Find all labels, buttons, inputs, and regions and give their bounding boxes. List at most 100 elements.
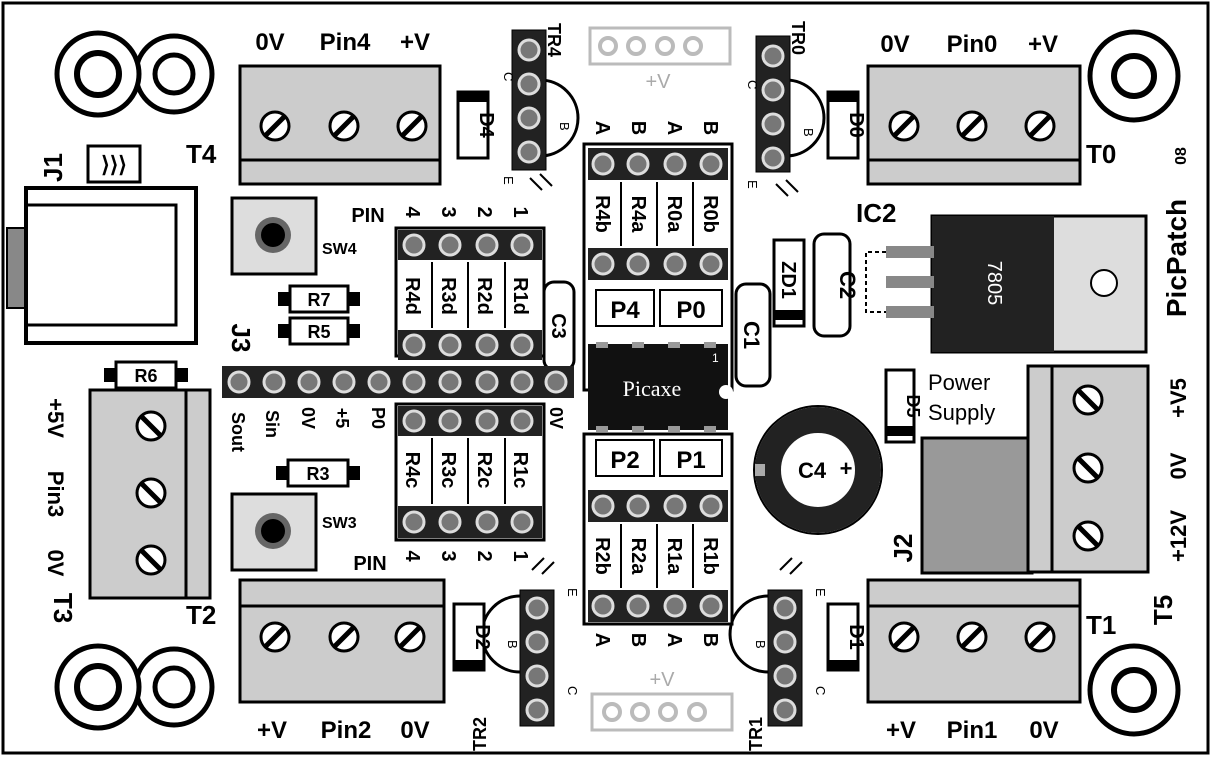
chip-name: Picaxe xyxy=(623,376,682,401)
header-v-top: +V xyxy=(588,26,732,93)
mount-hole-bottom-left xyxy=(54,643,215,731)
svg-text:R1a: R1a xyxy=(663,538,685,576)
diode-d1: D1 xyxy=(826,602,867,672)
svg-text:D0: D0 xyxy=(845,112,867,138)
svg-text:D5: D5 xyxy=(903,394,923,417)
t1-pin-v: +V xyxy=(886,717,916,744)
terminal-block-t0: 0V Pin0 +V T0 xyxy=(866,31,1116,186)
label-j2: J2 xyxy=(888,534,918,563)
svg-text:C2: C2 xyxy=(835,271,860,299)
resistor-r7: R7 xyxy=(278,284,360,314)
j1-symbol: ⟩⟩⟩ xyxy=(101,152,127,177)
label-t2: T2 xyxy=(186,600,216,630)
svg-text:PIN: PIN xyxy=(353,553,386,575)
t3-pin-signal: Pin3 xyxy=(43,471,68,517)
terminal-block-t4: 0V Pin4 +V T4 xyxy=(186,29,442,186)
svg-text:4: 4 xyxy=(401,206,423,218)
svg-text:SW4: SW4 xyxy=(322,241,357,258)
mount-hole-bottom-right xyxy=(1087,643,1181,737)
screw-icon xyxy=(1072,520,1104,552)
tr4-e-label: E xyxy=(501,176,516,185)
svg-text:C3: C3 xyxy=(547,313,569,339)
capacitor-c1: C1 xyxy=(734,282,772,388)
svg-text:B: B xyxy=(699,121,721,135)
transistor-tr2: TR2 xyxy=(470,589,555,751)
screw-icon xyxy=(1072,452,1104,484)
svg-text:3: 3 xyxy=(437,550,459,561)
tr2-c-label: C xyxy=(565,686,580,695)
t3-pin-0v: 0V xyxy=(43,550,68,577)
t3-pin-5v: +5V xyxy=(43,398,68,438)
pin-labels-top: PIN 4 3 2 1 xyxy=(351,205,531,227)
svg-text:C4: C4 xyxy=(798,458,827,483)
screw-icon xyxy=(888,621,920,653)
svg-text:A: A xyxy=(591,121,613,135)
board-version: 08 xyxy=(1173,147,1190,165)
svg-text:+V: +V xyxy=(649,669,675,691)
svg-text:+V: +V xyxy=(645,71,671,93)
tr0-b-label: B xyxy=(801,128,816,137)
svg-text:R3d: R3d xyxy=(437,277,459,315)
t1-pin-0v: 0V xyxy=(1029,717,1058,744)
svg-text:Sout: Sout xyxy=(228,412,248,452)
svg-text:R4a: R4a xyxy=(627,196,649,234)
resistor-block-lower: P2 P1 R2b R2a R1a R1b xyxy=(582,432,734,626)
screw-icon xyxy=(135,410,167,442)
screw-icon xyxy=(259,110,291,142)
svg-text:TR2: TR2 xyxy=(470,717,490,751)
svg-text:R3c: R3c xyxy=(437,452,459,489)
screw-icon xyxy=(396,110,428,142)
svg-text:0V: 0V xyxy=(546,407,566,429)
screw-icon xyxy=(956,110,988,142)
t4-pin-signal: Pin4 xyxy=(320,29,371,56)
diode-d2: D2 xyxy=(452,602,493,672)
tr1-b-label: B xyxy=(753,640,768,649)
svg-text:R6: R6 xyxy=(134,366,157,386)
terminal-block-t3: +5V Pin3 0V T3 xyxy=(43,388,212,623)
label-t4: T4 xyxy=(186,139,217,169)
chip-pin1: 1 xyxy=(712,351,719,365)
svg-text:R3: R3 xyxy=(306,464,329,484)
label-ic2: IC2 xyxy=(856,198,896,228)
svg-text:TR0: TR0 xyxy=(788,21,808,55)
ab-labels-top: A B A B xyxy=(591,121,721,135)
svg-text:Sin: Sin xyxy=(262,410,282,438)
screw-icon xyxy=(1072,384,1104,416)
transistor-tr0: TR0 xyxy=(755,21,826,173)
screw-icon xyxy=(328,110,360,142)
diode-d5: D5 xyxy=(884,368,923,444)
t0-pin-signal: Pin0 xyxy=(947,31,998,58)
svg-text:R4d: R4d xyxy=(401,277,423,315)
port-p4: P4 xyxy=(610,297,640,324)
label-j1: J1 xyxy=(38,153,68,182)
svg-text:A: A xyxy=(663,121,685,135)
screw-icon xyxy=(888,110,920,142)
svg-text:PIN: PIN xyxy=(351,205,384,227)
svg-text:R1d: R1d xyxy=(509,277,531,315)
terminal-block-t2: +V Pin2 0V T2 xyxy=(186,578,446,744)
resistor-array-top: R4d R3d R2d R1d xyxy=(394,226,546,360)
terminal-block-t5: +V5 0V +12V T5 J2 xyxy=(888,364,1191,625)
svg-text:P0: P0 xyxy=(368,407,388,429)
board-title: PicPatch xyxy=(1161,199,1192,317)
tr2-b-label: B xyxy=(505,640,520,649)
label-j3: J3 xyxy=(226,324,256,353)
power-supply-label-2: Supply xyxy=(928,400,995,425)
svg-text:R4b: R4b xyxy=(591,195,613,233)
mount-hole-top-right xyxy=(1087,29,1181,123)
svg-text:B: B xyxy=(627,121,649,135)
label-t5: T5 xyxy=(1148,595,1178,625)
svg-text:R2a: R2a xyxy=(627,538,649,576)
tr0-c-label: C xyxy=(745,80,760,89)
diode-d0: D0 xyxy=(826,90,867,160)
transistor-tr1: TR1 xyxy=(728,589,803,751)
ab-labels-bottom: A B A B xyxy=(591,633,721,647)
t0-pin-0v: 0V xyxy=(880,31,909,58)
tr1-c-label: C xyxy=(813,686,828,695)
screw-icon xyxy=(1024,110,1056,142)
svg-text:R1c: R1c xyxy=(509,452,531,489)
svg-text:A: A xyxy=(591,633,613,647)
svg-text:R5: R5 xyxy=(307,322,330,342)
svg-text:2: 2 xyxy=(473,206,495,217)
